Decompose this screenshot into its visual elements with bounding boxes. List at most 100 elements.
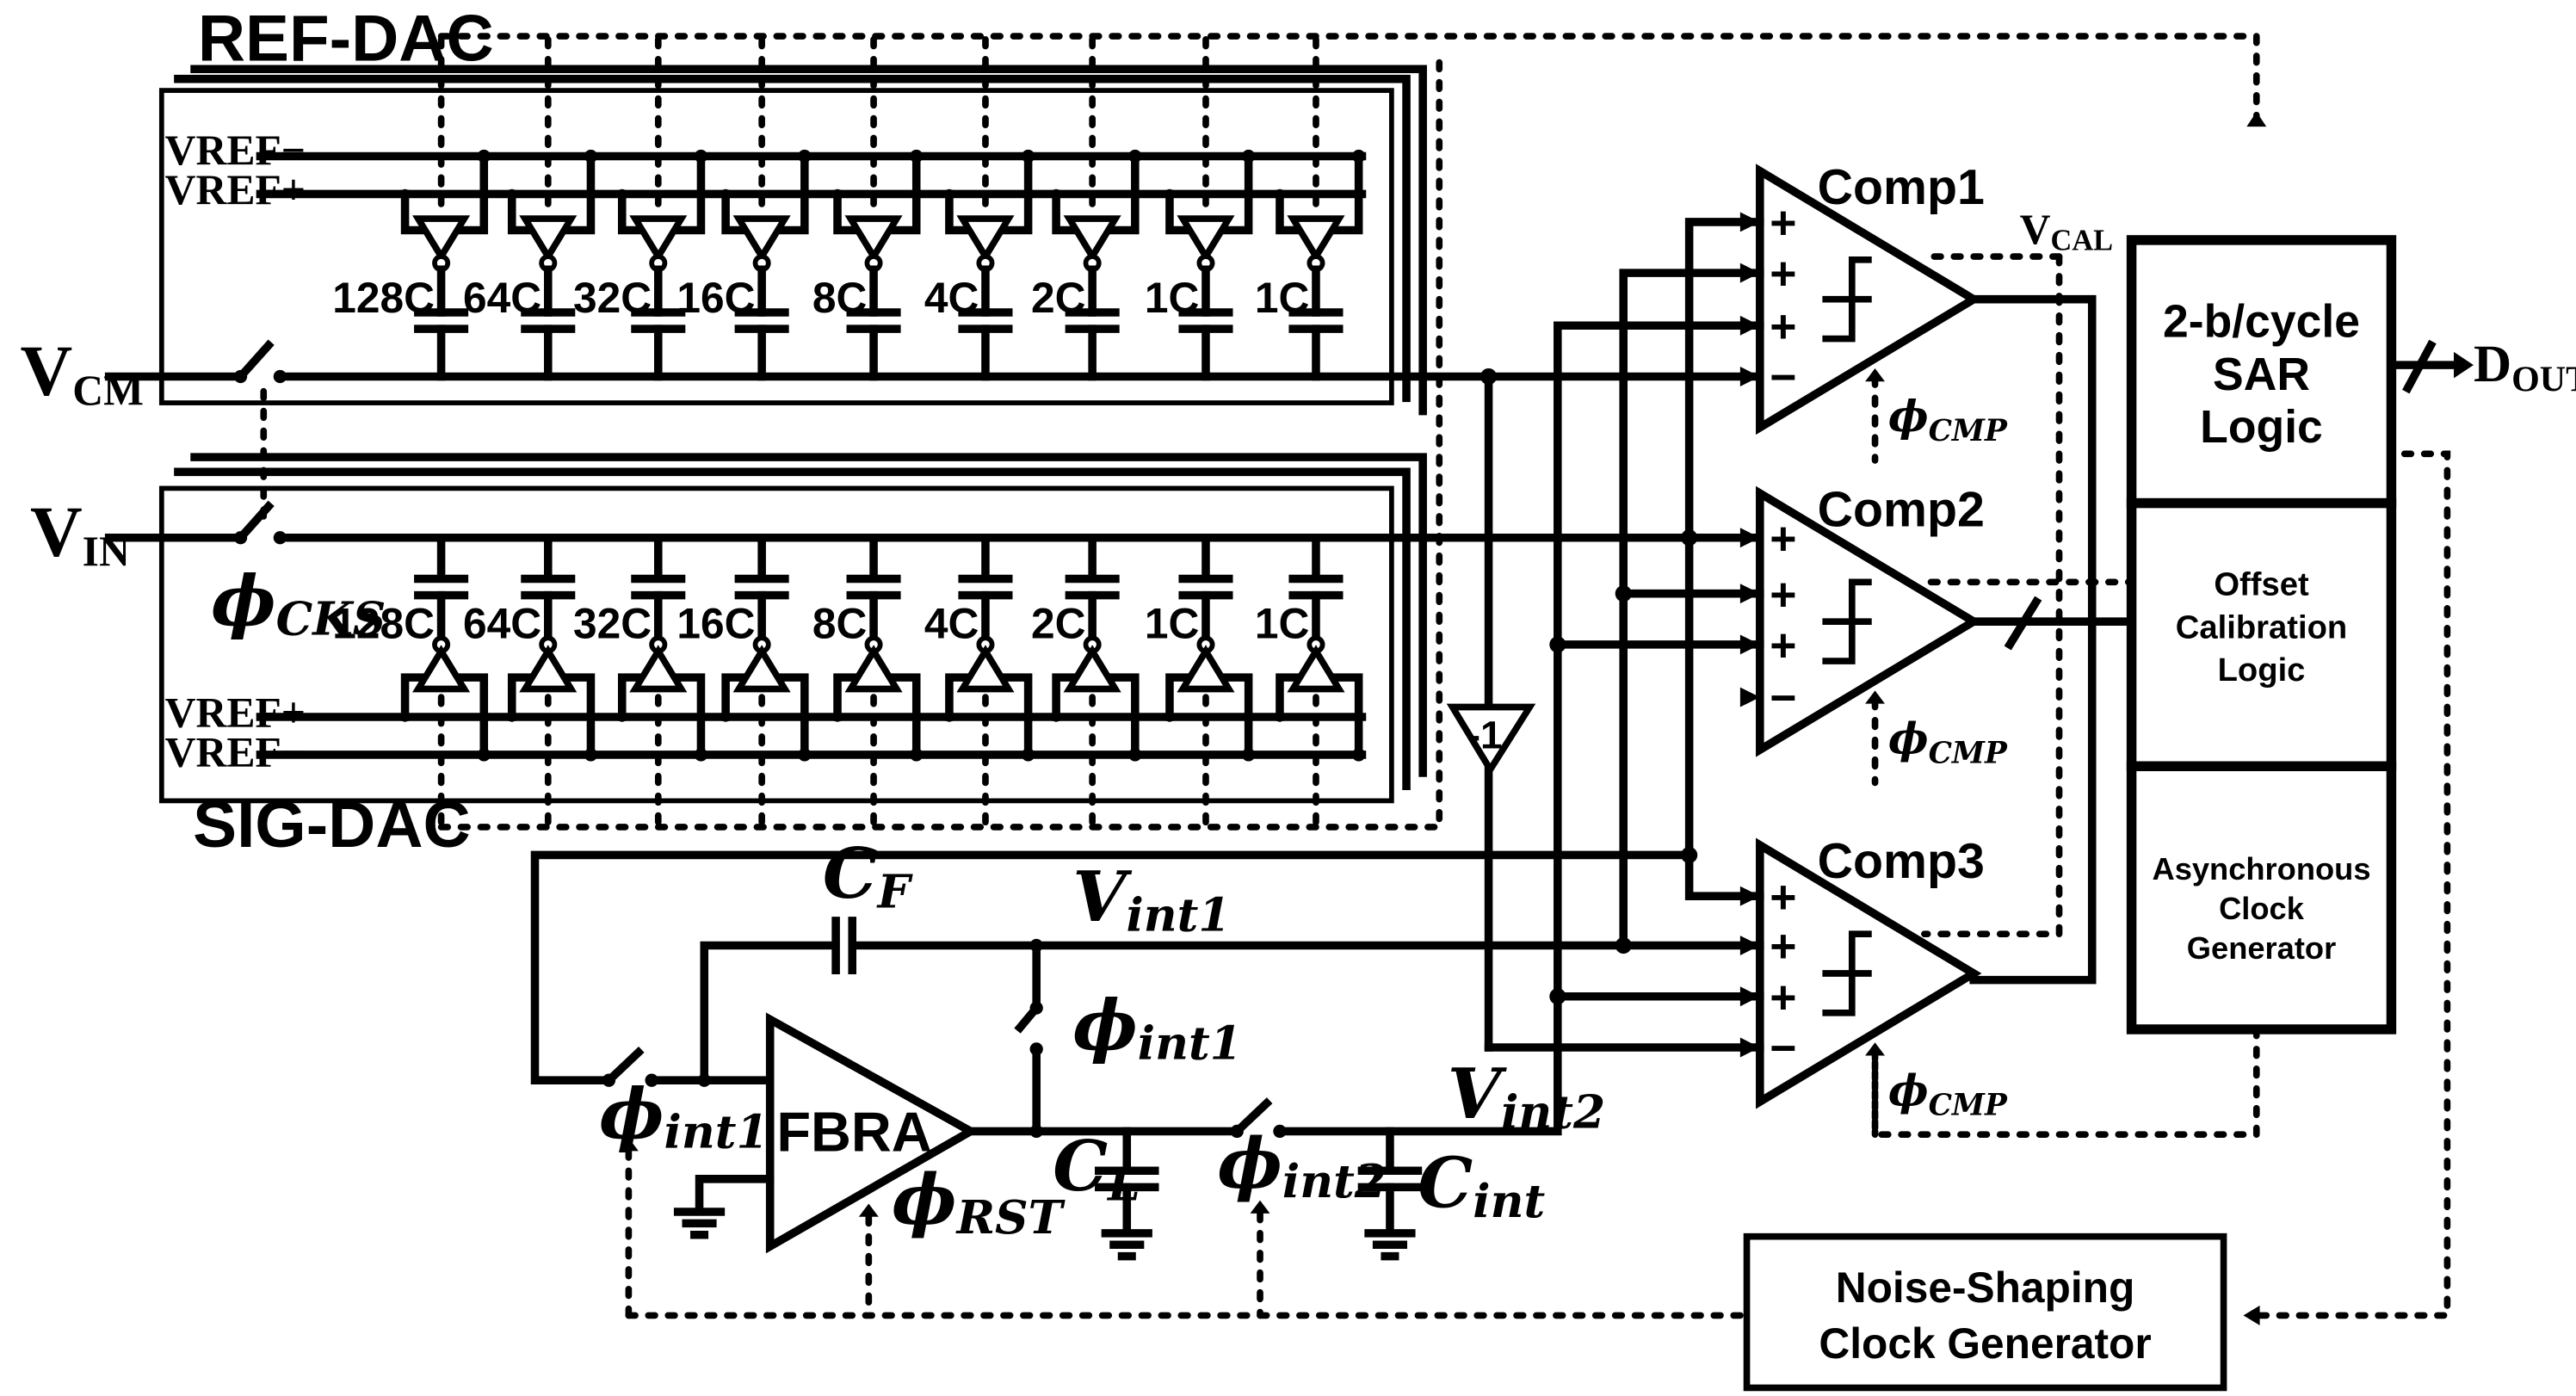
- vint2-junction-b: [1549, 988, 1566, 1005]
- comp-input-arrow: [1739, 634, 1760, 655]
- ns-clk-arrow: [2243, 1305, 2260, 1325]
- sig-dac-cell: 128C: [332, 533, 491, 762]
- ref-cap-label: 1C: [1145, 274, 1199, 322]
- comp1-label: Comp1: [1818, 160, 1985, 215]
- ref-cap-label: 64C: [463, 274, 541, 322]
- comp-input-arrow: [1739, 687, 1760, 707]
- sig-dac-control-line: [437, 46, 1443, 831]
- comp-input-sign: +: [1770, 922, 1796, 973]
- cf-left-wire: [700, 941, 836, 1084]
- vint1-bus: [1619, 269, 1764, 950]
- sig-cap-label: 8C: [812, 599, 867, 647]
- comp-input-sign: +: [1770, 301, 1796, 352]
- sar-logic-label: Logic: [2200, 402, 2323, 453]
- fbra-amplifier: [765, 1012, 979, 1254]
- comp-input-sign: −: [1770, 353, 1796, 404]
- sig-cap-label: 2C: [1031, 599, 1085, 647]
- comp-input-arrow: [1739, 986, 1760, 1007]
- offset-cal-label: Calibration: [2176, 608, 2347, 645]
- ns-clock-block: [1743, 1232, 2227, 1392]
- fbra-ground: [673, 1208, 726, 1239]
- comp-input-arrow: [1739, 212, 1760, 232]
- inverter-gain: -1: [1467, 712, 1503, 757]
- sig-cap-label: 1C: [1255, 599, 1309, 647]
- fbra-gnd-wire: [695, 1175, 775, 1213]
- phi-int2-arrow: [1250, 1200, 1270, 1214]
- phi-rst-sub: RST: [955, 1190, 1066, 1245]
- dout-slash: [2402, 339, 2437, 394]
- async-clk-phicmp: [1871, 1026, 2260, 1139]
- async-clk-label: Clock: [2219, 891, 2305, 926]
- vint1-junction-a: [1615, 585, 1632, 602]
- vcm-switch: [234, 339, 275, 383]
- sig-dac-cell: 8C: [812, 533, 924, 762]
- dout-sub: OUT: [2511, 361, 2576, 400]
- comp-input-sign: +: [1770, 973, 1796, 1023]
- comp-input-sign: −: [1770, 673, 1796, 724]
- offset-cal-block: [2126, 497, 2397, 772]
- sar-feedback-arrow: [2246, 111, 2267, 127]
- cint-label: Cint: [1418, 1142, 1545, 1227]
- sar-logic-block: [2126, 235, 2397, 509]
- sig-dac-cell: 4C: [924, 533, 1035, 762]
- vin-bus-down: [1684, 533, 1764, 900]
- ref-dac-cell: 8C: [812, 149, 924, 381]
- cf-label: CF: [823, 833, 914, 918]
- ref-cap-label: 2C: [1031, 274, 1085, 322]
- ref-cap-label: 8C: [812, 274, 867, 322]
- phi-int2-sub: int2: [1282, 1154, 1387, 1208]
- comp-input-sign: +: [1770, 514, 1796, 565]
- comp-input-sign: +: [1770, 249, 1796, 300]
- comp-input-arrow: [1739, 315, 1760, 336]
- ref-dac-cell: 1C: [1145, 149, 1256, 381]
- ref-cap-label: 1C: [1255, 274, 1309, 322]
- phi-cmp-label: ϕCMP: [1888, 713, 2008, 770]
- phi-int2-label: ϕint2: [1217, 1122, 1387, 1208]
- vin-bus-up: [1684, 218, 1764, 542]
- comp-input-arrow: [1739, 584, 1760, 604]
- inverter-triangle: [1446, 703, 1536, 776]
- vint2-junction-a: [1549, 636, 1566, 653]
- comp3-label: Comp3: [1818, 834, 1985, 889]
- vint2-bus: [1276, 321, 1764, 1136]
- vint2-sub: int2: [1501, 1085, 1605, 1140]
- phi-int2-switch: [1231, 1097, 1273, 1138]
- sig-cap-label: 1C: [1145, 599, 1199, 647]
- phi-cks-sub: CKS: [276, 591, 386, 645]
- cl-ground: [1101, 1229, 1152, 1261]
- phi-int2-sw-node-2: [1273, 1124, 1287, 1139]
- vint2-label: Vint2: [1448, 1053, 1605, 1139]
- ref-cap-label: 16C: [676, 274, 755, 322]
- phi-cmp-label: ϕCMP: [1888, 391, 2008, 448]
- ref-vref-minus-label: VREF−: [165, 127, 306, 174]
- ref-dac-cell: 2C: [1031, 149, 1142, 381]
- cf-node: [697, 1073, 711, 1087]
- offset-cal-label: Offset: [2214, 566, 2309, 603]
- sig-dac-cell: 1C: [1145, 533, 1256, 762]
- comp-out-bus: [1969, 294, 2097, 985]
- fbra-label: FBRA: [776, 1100, 931, 1163]
- vcm-junction: [1480, 368, 1498, 386]
- comp-input-sign: −: [1770, 1023, 1796, 1074]
- sig-dac-cell: 32C: [573, 533, 708, 762]
- sig-cap-label: 4C: [924, 599, 979, 647]
- sig-dac-cell: 64C: [463, 533, 598, 762]
- phi-int1-sw-sub: int1: [664, 1105, 769, 1159]
- vin-feedback-loop: [530, 850, 1694, 1084]
- phi-int1-arrow: [618, 1138, 639, 1152]
- cf-sub: F: [876, 865, 914, 919]
- sig-dac-cell: 2C: [1031, 533, 1142, 762]
- phi-rst-arrow: [858, 1203, 879, 1217]
- ref-cap-label: 128C: [332, 274, 435, 322]
- vin-junction: [1681, 529, 1698, 547]
- ref-dac-cell: 32C: [573, 149, 708, 381]
- vcal-bus: [1921, 253, 2063, 937]
- sig-cap-label: 16C: [676, 599, 755, 647]
- ref-dac-cell: 64C: [463, 149, 598, 381]
- comp-input-sign: +: [1770, 198, 1796, 249]
- ref-dac-cell: 128C: [332, 149, 491, 381]
- comp-input-sign: +: [1770, 570, 1796, 621]
- comp-input-arrow: [1739, 263, 1760, 283]
- phi-cmp-label: ϕCMP: [1888, 1065, 2008, 1122]
